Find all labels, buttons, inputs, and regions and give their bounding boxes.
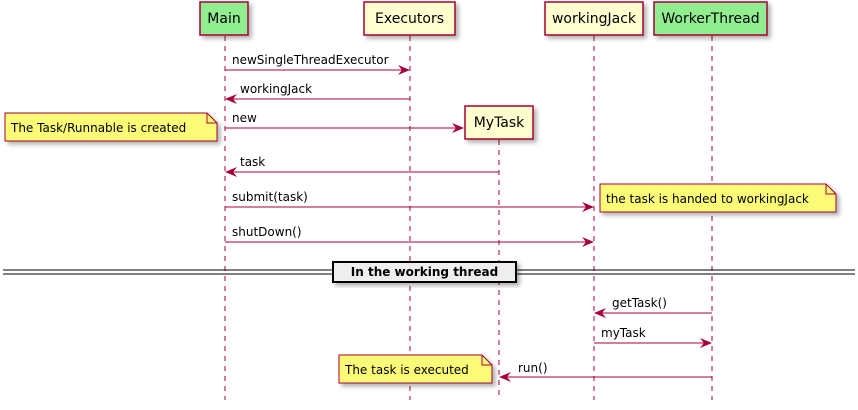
message-gettask: getTask()	[594, 296, 712, 318]
message-label: task	[240, 155, 265, 169]
note-text: The Task/Runnable is created	[10, 121, 186, 135]
arrowhead-icon	[582, 237, 594, 247]
note-text: The task is executed	[344, 363, 469, 377]
participant-workingjack: workingJack	[544, 1, 644, 36]
participant-mytask: MyTask	[464, 105, 534, 140]
arrowhead-icon	[452, 123, 464, 133]
arrowhead-icon	[225, 167, 237, 177]
participant-main: Main	[199, 1, 249, 36]
participant-executors-label: Executors	[375, 11, 444, 27]
participant-workerthread: WorkerThread	[653, 1, 768, 36]
participant-workerthread-label: WorkerThread	[661, 11, 759, 27]
message-label: getTask()	[612, 296, 667, 310]
message-new: new	[225, 111, 464, 133]
message-run: run()	[499, 361, 712, 382]
divider: In the working thread	[3, 261, 855, 283]
message-submit: submit(task)	[225, 190, 594, 212]
arrowhead-icon	[499, 372, 511, 382]
participant-mytask-label: MyTask	[474, 115, 525, 131]
note-text: the task is handed to workingJack	[606, 192, 809, 206]
message-label: workingJack	[240, 82, 312, 96]
message-label: new	[232, 111, 257, 125]
participant-executors: Executors	[363, 1, 456, 36]
arrowhead-icon	[398, 65, 410, 75]
divider-label: In the working thread	[351, 265, 498, 279]
message-label: shutDown()	[232, 225, 302, 239]
participant-workingjack-label: workingJack	[552, 11, 637, 27]
note-task-handed: the task is handed to workingJack	[599, 183, 837, 213]
message-label: newSingleThreadExecutor	[232, 53, 389, 67]
message-mytask: myTask	[594, 326, 712, 348]
note-task-created: The Task/Runnable is created	[4, 112, 218, 142]
arrowhead-icon	[594, 308, 606, 318]
message-newsinglethreadexecutor: newSingleThreadExecutor	[225, 53, 410, 75]
message-task-return: task	[225, 155, 499, 177]
participant-main-label: Main	[207, 11, 240, 27]
note-task-executed: The task is executed	[338, 354, 493, 384]
arrowhead-icon	[700, 338, 712, 348]
arrowhead-icon	[225, 94, 237, 104]
message-workingjack-return: workingJack	[225, 82, 410, 104]
message-label: submit(task)	[232, 190, 308, 204]
arrowhead-icon	[582, 202, 594, 212]
message-label: myTask	[601, 326, 646, 340]
message-shutdown: shutDown()	[225, 225, 594, 247]
message-label: run()	[518, 361, 548, 375]
